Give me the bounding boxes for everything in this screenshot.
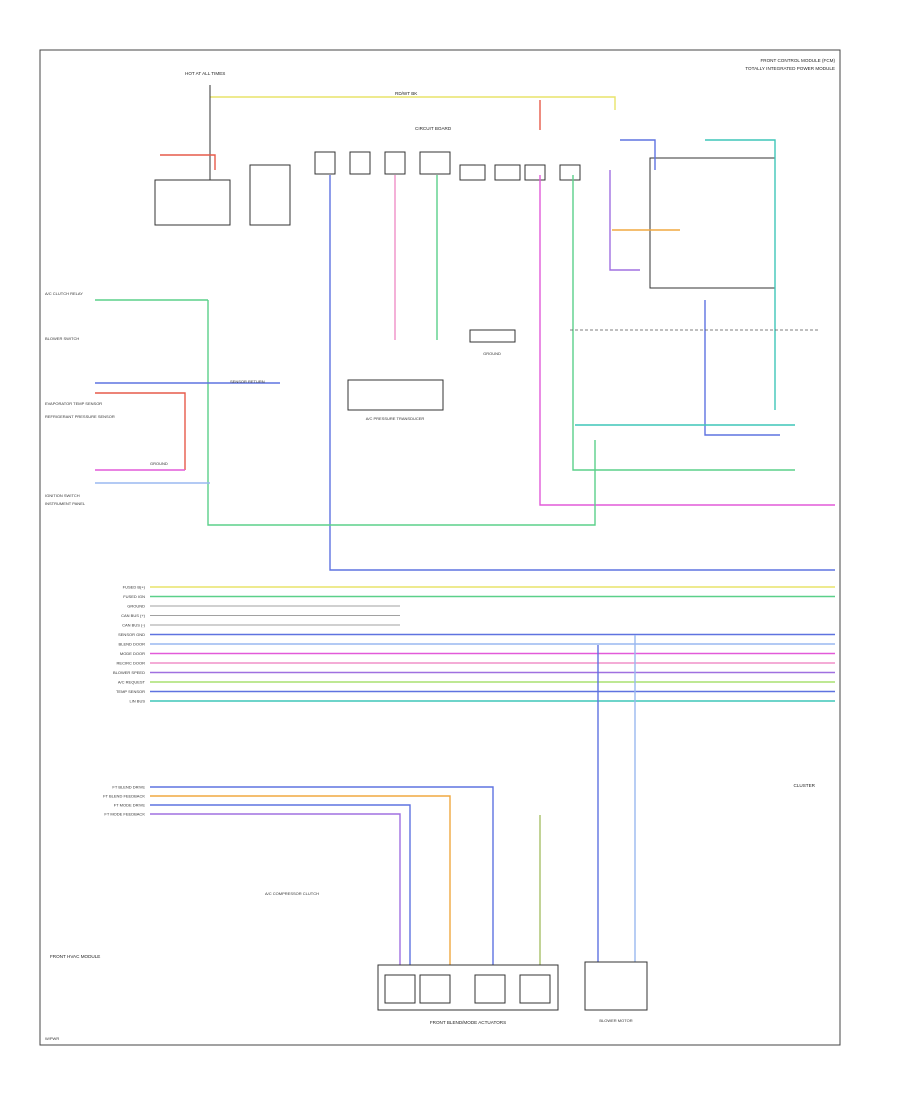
pressure-transducer-box: [347, 379, 444, 411]
header-line1: FRONT CONTROL MODULE (FCM): [760, 58, 835, 63]
relay-right: [649, 157, 776, 289]
left-connector-c: EVAPORATOR TEMP SENSOR: [45, 401, 102, 406]
pin-label: FUSED B(+): [123, 585, 146, 590]
left-connector-e: IGNITION SWITCH: [45, 493, 80, 498]
left-connector-d: REFRIGERANT PRESSURE SENSOR: [45, 414, 115, 419]
wire-blue-right: [620, 139, 656, 170]
wire-teal-right: [705, 139, 776, 410]
actuator-slots: [384, 974, 551, 1004]
actuator-feed-wire: [150, 786, 494, 965]
pin-label: BLEND DOOR: [119, 642, 146, 647]
relay-left: [154, 179, 231, 226]
wire-green-right: [572, 175, 795, 471]
clutch-label: A/C COMPRESSOR CLUTCH: [265, 891, 319, 896]
pin-label: MODE DOOR: [120, 651, 145, 656]
pin-label: SENSOR GND: [118, 632, 145, 637]
left-connector-a: A/C CLUTCH RELAY: [45, 291, 83, 296]
blower-motor-box: [584, 961, 648, 1011]
actuator-feed-wire: [150, 813, 401, 965]
ground-box-label: GROUND: [483, 351, 501, 356]
lower-pin-label: FT BLEND DRIVE: [112, 785, 145, 790]
left-connector-h: SENSOR RETURN: [230, 379, 265, 384]
diagram-frame: [39, 49, 841, 1046]
wire-magenta-right: [539, 175, 835, 506]
left-connector-f: INSTRUMENT PANEL: [45, 501, 86, 506]
actuator-feed-wire: [150, 795, 451, 965]
pin-label: TEMP SENSOR: [116, 689, 145, 694]
wire-blue-main: [329, 175, 835, 571]
wire-blue-out: [704, 300, 780, 436]
lower-pin-label: FT MODE DRIVE: [114, 803, 146, 808]
footer-ref: W/PWR: [45, 1036, 59, 1041]
relay-switch: [249, 164, 291, 226]
pin-label: FUSED IGN: [123, 594, 145, 599]
hot-label: HOT AT ALL TIMES: [185, 71, 225, 76]
left-connector-b: BLOWER SWITCH: [45, 336, 79, 341]
pin-label: CAN BUS (-): [122, 623, 146, 628]
ground-box: [469, 329, 516, 343]
left-connector-g: GROUND: [150, 461, 168, 466]
lower-pin-label: FT MODE FEEDBACK: [104, 812, 145, 817]
cluster-label: CLUSTER: [794, 783, 816, 788]
wire-green-loop: [207, 300, 596, 526]
pin-label: CAN BUS (+): [121, 613, 146, 618]
footer-actuators: FRONT BLEND/MODE ACTUATORS: [430, 1020, 506, 1025]
pin-list: FUSED B(+) FUSED IGN GROUND CAN BUS (+) CAN …: [113, 585, 146, 704]
pin-label: RECIRC DOOR: [117, 661, 146, 666]
header-line2: TOTALLY INTEGRATED POWER MODULE: [745, 66, 835, 71]
pin-label: LIN BUS: [129, 699, 145, 704]
pin-label: A/C REQUEST: [118, 680, 146, 685]
pressure-transducer-label: A/C PRESSURE TRANSDUCER: [366, 416, 425, 421]
wire-red-left: [95, 392, 186, 470]
main-bus-label: RD/WT BK: [395, 91, 418, 96]
footer-module: FRONT HVAC MODULE: [50, 954, 100, 959]
lower-bus-lines: [150, 586, 835, 702]
lower-pin-label: FT BLEND FEEDBACK: [103, 794, 145, 799]
circuit-board-label: CIRCUIT BOARD: [415, 126, 452, 131]
pin-label: GROUND: [127, 604, 145, 609]
wire-purple-right: [609, 170, 640, 271]
wire-top-bus: [210, 96, 616, 110]
lower-pins: FT BLEND DRIVE FT BLEND FEEDBACK FT MODE D…: [103, 785, 494, 965]
pin-label: BLOWER SPEED: [113, 670, 145, 675]
footer-motor: BLOWER MOTOR: [599, 1018, 632, 1023]
wire-red-relay: [160, 154, 216, 170]
actuator-feed-wire: [150, 804, 411, 965]
